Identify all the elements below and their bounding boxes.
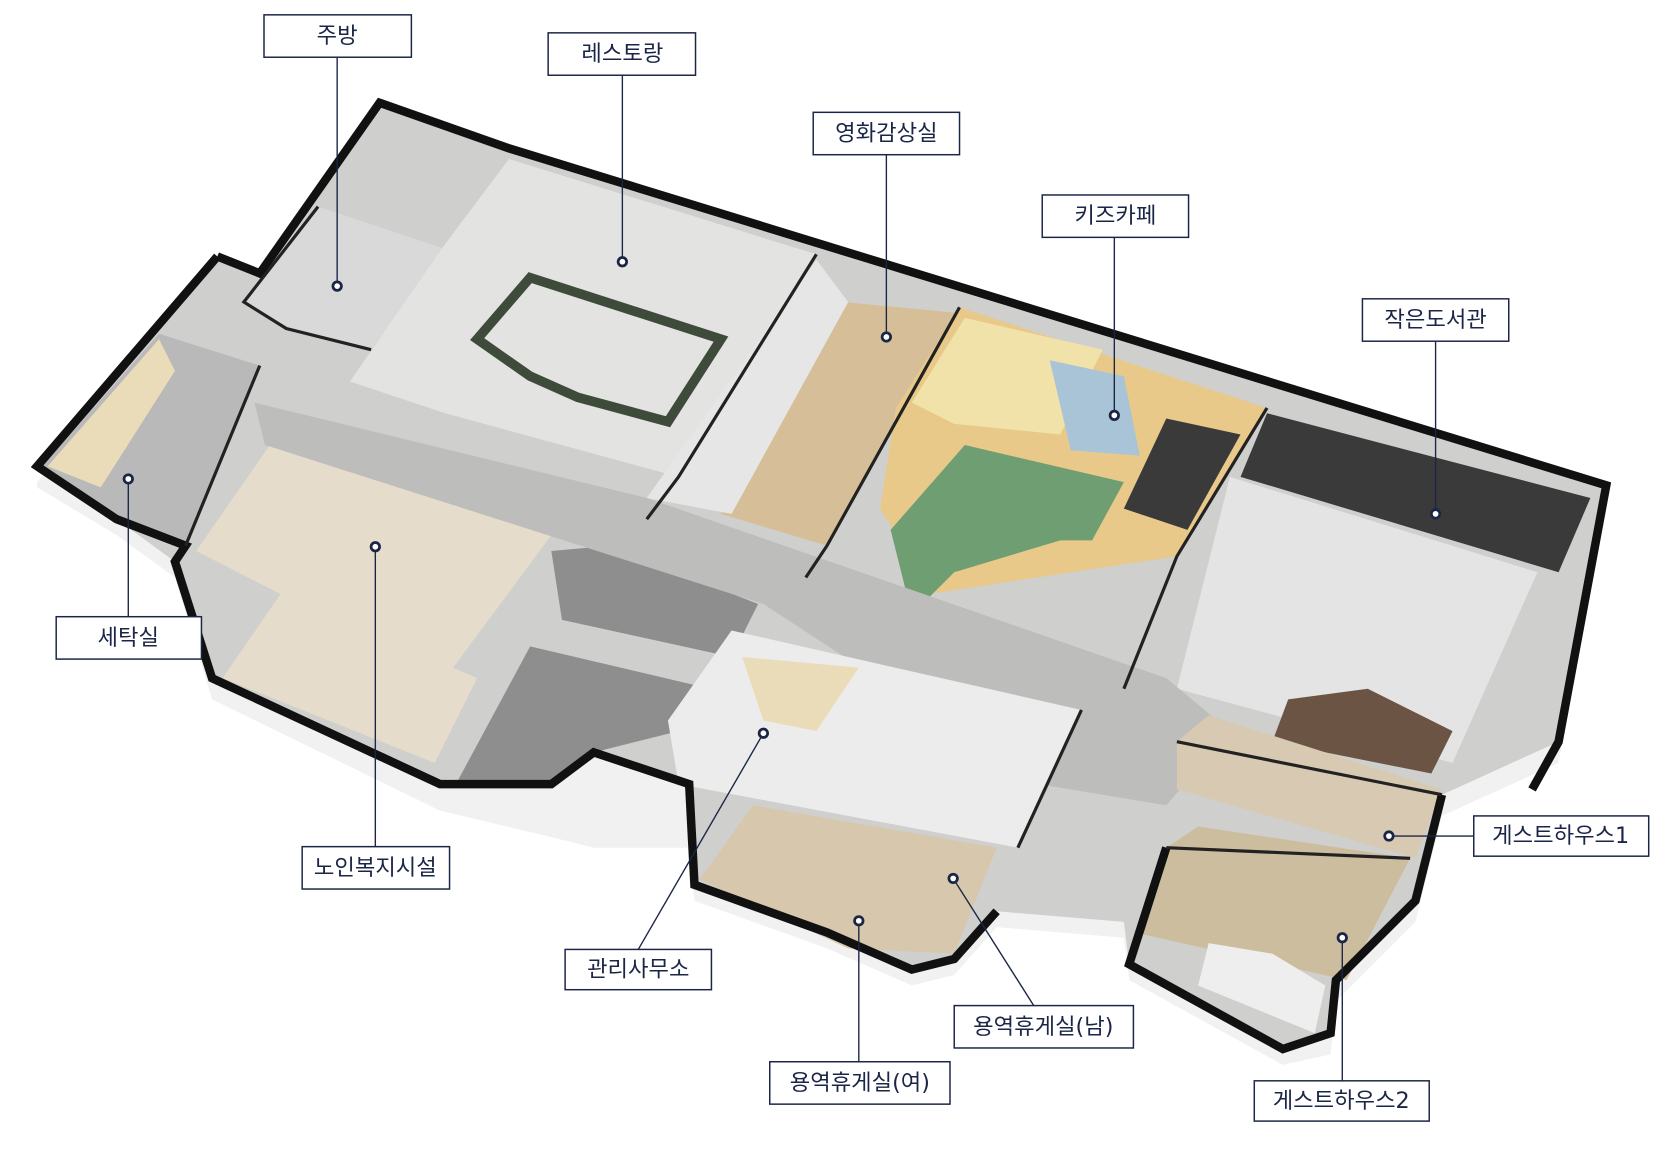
label-restaurant-text: 레스토랑 — [581, 41, 663, 67]
label-management-office[interactable]: 관리사무소 — [564, 948, 713, 991]
leader-lines — [127, 57, 1474, 1081]
label-guesthouse-2-text: 게스트하우스2 — [1273, 1088, 1410, 1114]
marker-dot — [369, 541, 381, 553]
label-management-office-text: 관리사무소 — [587, 957, 689, 983]
laundry-counter — [47, 339, 175, 488]
marker-dot — [1429, 508, 1442, 520]
label-senior-facility-text: 노인복지시설 — [314, 855, 437, 881]
label-guesthouse-2[interactable]: 게스트하우스2 — [1253, 1080, 1430, 1122]
marker-dot — [880, 331, 892, 343]
label-cinema[interactable]: 영화감상실 — [812, 111, 961, 156]
void-lower — [455, 646, 711, 785]
interior-wall — [184, 364, 262, 547]
room-senior-facility — [196, 429, 552, 679]
label-senior-facility[interactable]: 노인복지시설 — [301, 845, 451, 890]
label-kids-cafe-text: 키즈카페 — [1074, 203, 1156, 229]
label-laundry[interactable]: 세탁실 — [55, 615, 203, 660]
label-kids-cafe[interactable]: 키즈카페 — [1041, 194, 1190, 239]
kids-trampoline — [1123, 418, 1241, 530]
room-library-carrels — [1240, 413, 1591, 573]
label-staff-lounge-f-text: 용역휴게실(여) — [790, 1070, 930, 1096]
room-restaurant — [349, 158, 817, 477]
room-guesthouse-1 — [1176, 715, 1442, 859]
room-senior-facility-2 — [222, 593, 478, 763]
label-guesthouse-1[interactable]: 게스트하우스1 — [1473, 815, 1650, 857]
marker-dot — [331, 280, 343, 292]
cinema-aisle — [646, 259, 849, 514]
guesthouse-stair — [1198, 943, 1326, 1034]
marker-dot — [1108, 409, 1120, 421]
interior-wall — [645, 253, 818, 521]
exterior-wall-left — [30, 253, 1000, 975]
exterior-wall-top — [215, 97, 1612, 792]
room-cinema — [720, 301, 955, 546]
marker-dot — [616, 256, 628, 268]
label-guesthouse-1-text: 게스트하우스1 — [1492, 823, 1629, 849]
label-staff-lounge-f[interactable]: 용역휴게실(여) — [769, 1061, 951, 1105]
label-staff-lounge-m[interactable]: 용역휴게실(남) — [953, 1004, 1135, 1049]
interior-wall — [1016, 709, 1083, 849]
label-restaurant[interactable]: 레스토랑 — [547, 32, 697, 76]
interior-wall — [1122, 407, 1269, 690]
void-upper — [551, 545, 759, 657]
marker-dot — [122, 473, 134, 485]
location-dots — [122, 256, 1442, 944]
label-cinema-text: 영화감상실 — [835, 121, 937, 147]
kids-ball-pit — [1049, 360, 1140, 456]
room-staff-lounge — [699, 805, 997, 954]
room-kitchen — [243, 206, 446, 350]
marker-dot — [757, 727, 770, 739]
label-kitchen[interactable]: 주방 — [263, 14, 413, 58]
label-laundry-text: 세탁실 — [98, 625, 159, 651]
marker-dot — [1336, 932, 1348, 944]
label-staff-lounge-m-text: 용역휴게실(남) — [973, 1014, 1113, 1040]
room-laundry — [42, 333, 260, 546]
interior-wall — [1176, 740, 1443, 797]
interior-wall — [804, 306, 961, 579]
restaurant-booth — [470, 272, 729, 428]
room-library — [1176, 476, 1538, 763]
marker-dot — [853, 915, 865, 927]
marker-dot — [1383, 830, 1395, 842]
kids-floor-green — [890, 445, 1124, 615]
interior-wall — [241, 205, 372, 352]
label-library[interactable]: 작은도서관 — [1361, 298, 1510, 342]
office-desks — [742, 656, 859, 732]
library-rug — [1272, 688, 1453, 774]
exterior-wall-right — [1124, 793, 1447, 1054]
kids-play-area — [911, 317, 1103, 435]
label-kitchen-text: 주방 — [317, 23, 358, 49]
interior-wall — [1166, 846, 1411, 860]
label-library-text: 작은도서관 — [1384, 307, 1486, 333]
marker-dot — [947, 872, 959, 885]
